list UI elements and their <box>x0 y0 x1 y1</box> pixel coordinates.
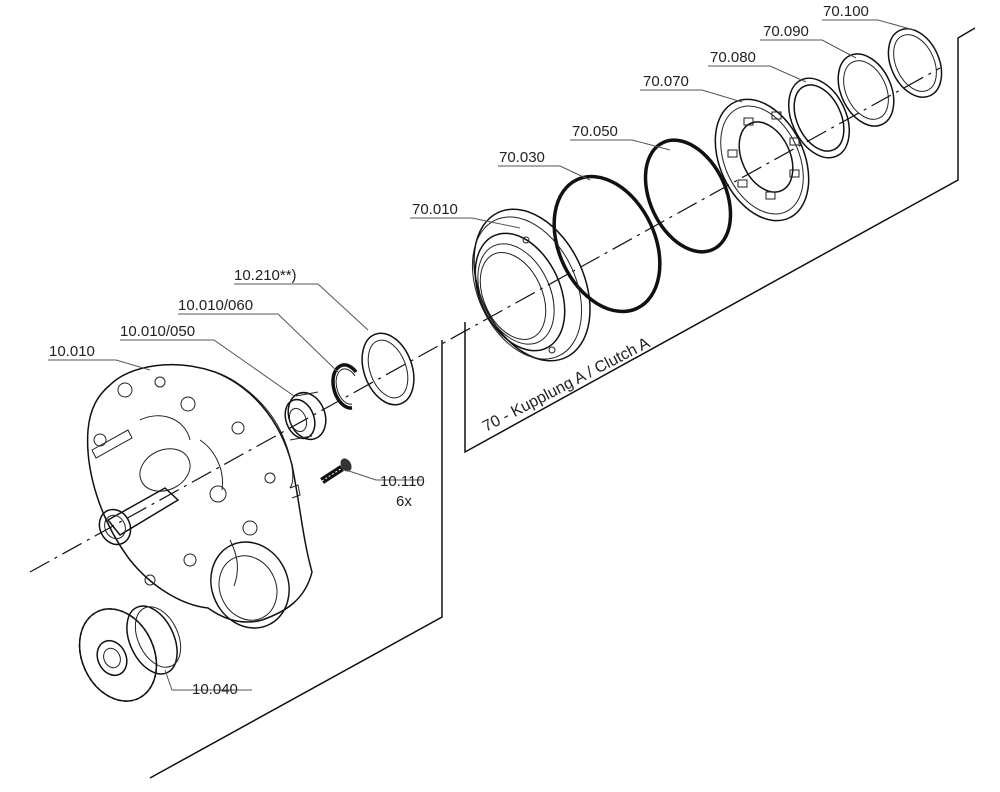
part-10010050-bearing <box>284 391 327 441</box>
leader-lines <box>48 19 915 691</box>
label-70090: 70.090 <box>763 23 809 40</box>
part-70100-ring <box>887 28 943 98</box>
part-70030-ring <box>552 174 662 314</box>
label-70070: 70.070 <box>643 73 689 90</box>
label-10010060: 10.010/060 <box>178 297 253 314</box>
part-70090-ring <box>837 53 895 127</box>
part-70010-piston <box>471 208 591 362</box>
part-10110-bolt <box>320 458 352 484</box>
part-10010-pump-housing <box>86 363 313 629</box>
part-10010060-snap-ring <box>331 363 358 410</box>
part-70070-disc <box>714 98 810 222</box>
part-10040-pump-gear <box>78 605 182 702</box>
part-labels: 70.100 70.090 70.080 70.070 70.050 70.03… <box>49 3 869 698</box>
label-70050: 70.050 <box>572 123 618 140</box>
assembly-bracket-lines <box>149 27 976 779</box>
clutch-a-group-label: 70 - Kupplung A / Clutch A <box>480 334 653 435</box>
center-axis <box>29 67 941 573</box>
label-70080: 70.080 <box>710 49 756 66</box>
part-70050-ring <box>643 138 733 254</box>
part-10210-washer <box>361 332 415 406</box>
label-70030: 70.030 <box>499 149 545 166</box>
label-10110-quantity: 6x <box>396 493 412 510</box>
label-10110: 10.110 <box>380 473 425 490</box>
label-10210: 10.210**) <box>234 267 297 284</box>
label-70100: 70.100 <box>823 3 869 20</box>
label-10010050: 10.010/050 <box>120 323 195 340</box>
label-10010: 10.010 <box>49 343 95 360</box>
label-70010: 70.010 <box>412 201 458 218</box>
label-10040: 10.040 <box>192 681 238 698</box>
